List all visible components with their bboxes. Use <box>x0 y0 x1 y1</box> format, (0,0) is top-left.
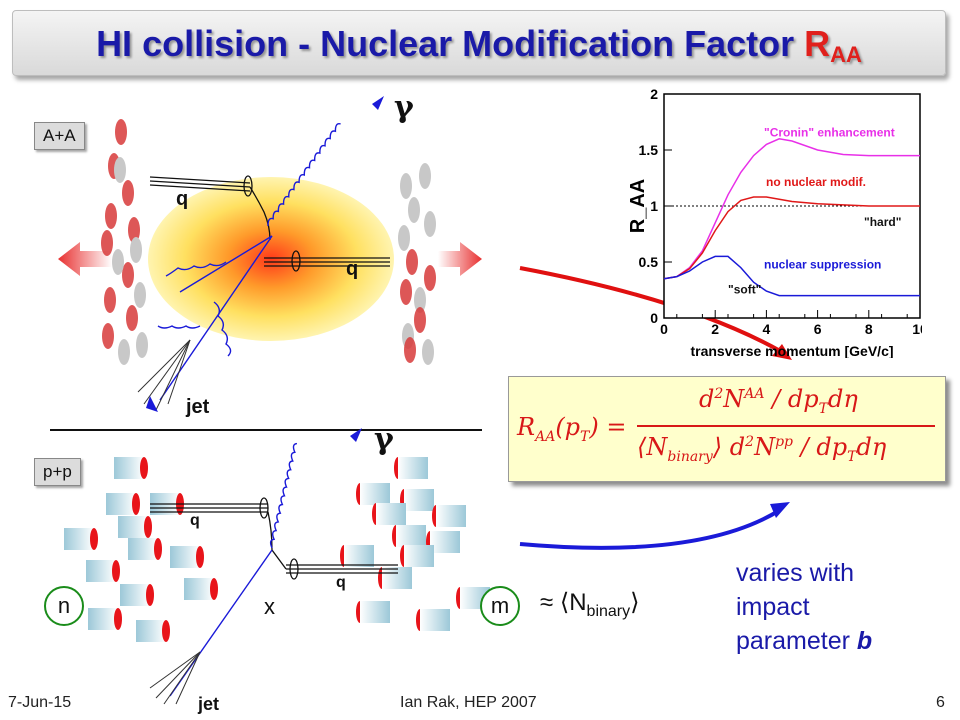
y-axis-label: R_AA <box>627 179 649 233</box>
pp-q2-label: q <box>336 574 346 591</box>
aa-q2-label: q <box>346 258 359 280</box>
y-tick-label: 0 <box>650 310 658 326</box>
aa-jet-label: jet <box>186 396 210 418</box>
annotation-label: no nuclear modif. <box>766 175 866 189</box>
pp-nucleon <box>184 578 218 600</box>
x-tick-label: 4 <box>763 321 771 337</box>
blue-connector-arrowhead <box>770 502 790 518</box>
annotation-label: "soft" <box>728 282 761 296</box>
pp-nucleon <box>400 545 434 567</box>
y-tick-label: 1 <box>650 198 658 214</box>
pp-nucleon <box>356 601 390 623</box>
formula-denominator: ⟨Nbinary⟩ d2Npp / dpTdη <box>637 433 887 465</box>
pp-nucleon <box>340 545 374 567</box>
annotation-label: nuclear suppression <box>764 258 881 272</box>
arrow-right <box>438 242 482 276</box>
annotation-label: "Cronin" enhancement <box>764 126 895 140</box>
pp-gamma-label: γ <box>374 422 394 457</box>
pp-nucleon <box>356 483 390 505</box>
pp-nucleon <box>136 620 170 642</box>
x-label: x <box>264 594 275 619</box>
nucleons-left <box>101 119 140 349</box>
series-line-2 <box>663 255 920 297</box>
y-tick-label: 0.5 <box>639 254 659 270</box>
x-tick-label: 10 <box>912 321 922 337</box>
formula-numerator: d2NAA / dpTdη <box>699 385 858 417</box>
nucleons-right <box>400 249 436 363</box>
raa-formula: RAA(pT) = d2NAA / dpTdη ⟨Nbinary⟩ d2Npp … <box>508 376 946 482</box>
n-binary-label: ≈ ⟨Nbinary⟩ <box>540 589 640 620</box>
aa-quark-lines <box>149 175 390 272</box>
aa-jet-tracks <box>137 339 191 411</box>
raa-chart: 0 2 4 6 8 10 0 0.5 1 1.5 2 "Cronin" enhancement no n… <box>627 86 922 358</box>
arrow-left <box>58 242 112 276</box>
pp-nucleon <box>432 505 466 527</box>
title-banner: HI collision - Nuclear Modification Fact… <box>12 10 946 76</box>
pp-nucleon <box>114 457 148 479</box>
x-tick-label: 2 <box>711 321 719 337</box>
pp-nucleon <box>64 528 98 550</box>
pp-q1-label: q <box>190 512 200 529</box>
pp-nucleon <box>372 503 406 525</box>
pp-nucleon <box>378 567 412 589</box>
fireball <box>148 177 394 341</box>
pp-jet <box>169 549 273 697</box>
n-circle: n <box>44 586 84 626</box>
pp-nucleon <box>118 516 152 538</box>
approx-symbol: ≈ <box>540 589 554 616</box>
pp-nucleon <box>86 560 120 582</box>
blue-connector-arrow <box>519 508 782 550</box>
series-line-0 <box>663 138 920 280</box>
pp-nucleon <box>128 538 162 560</box>
footer-author: Ian Rak, HEP 2007 <box>400 694 537 711</box>
pp-gamma-arrow <box>350 428 362 442</box>
slide-title: HI collision - Nuclear Modification Fact… <box>96 23 862 67</box>
aa-gamma-arrow <box>372 96 384 110</box>
pp-nucleon <box>106 493 140 515</box>
pp-nucleon <box>88 608 122 630</box>
varies-note: varies with impact parameter b <box>736 559 873 655</box>
aa-gamma-wavy <box>267 123 341 227</box>
pp-nucleon <box>392 525 426 547</box>
pp-quark-lines <box>150 497 398 580</box>
m-circle: m <box>480 586 520 626</box>
formula-lhs: RAA(pT) = <box>517 413 627 445</box>
pp-gamma-wavy <box>269 442 298 549</box>
x-tick-label: 6 <box>814 321 822 337</box>
x-tick-label: 8 <box>865 321 873 337</box>
footer-page: 6 <box>936 694 945 711</box>
aa-gamma-label: γ <box>394 90 414 125</box>
pp-nucleon <box>120 584 154 606</box>
pp-tag: p+p <box>34 458 81 486</box>
y-tick-label: 1.5 <box>639 142 659 158</box>
annotation-label: "hard" <box>864 215 901 229</box>
y-tick-label: 2 <box>650 86 658 102</box>
pp-jet-label: jet <box>198 694 220 714</box>
formula-fraction-bar <box>637 425 935 427</box>
pp-nucleon <box>394 457 428 479</box>
series-line-1 <box>663 196 920 280</box>
aa-tag: A+A <box>34 122 85 150</box>
x-axis-label: transverse momentum [GeV/c] <box>690 343 893 358</box>
pp-jet-tracks <box>149 651 201 705</box>
x-tick-label: 0 <box>660 321 668 337</box>
pp-nucleon <box>170 546 204 568</box>
nucleons-left-gray <box>112 157 148 365</box>
pp-nucleon <box>416 609 450 631</box>
red-connector-arrowhead <box>772 344 792 360</box>
footer-date: 7-Jun-15 <box>8 694 72 711</box>
pp-nucleons <box>64 457 490 642</box>
aa-jet-arrow <box>146 396 158 412</box>
aa-q1-label: q <box>176 188 189 210</box>
